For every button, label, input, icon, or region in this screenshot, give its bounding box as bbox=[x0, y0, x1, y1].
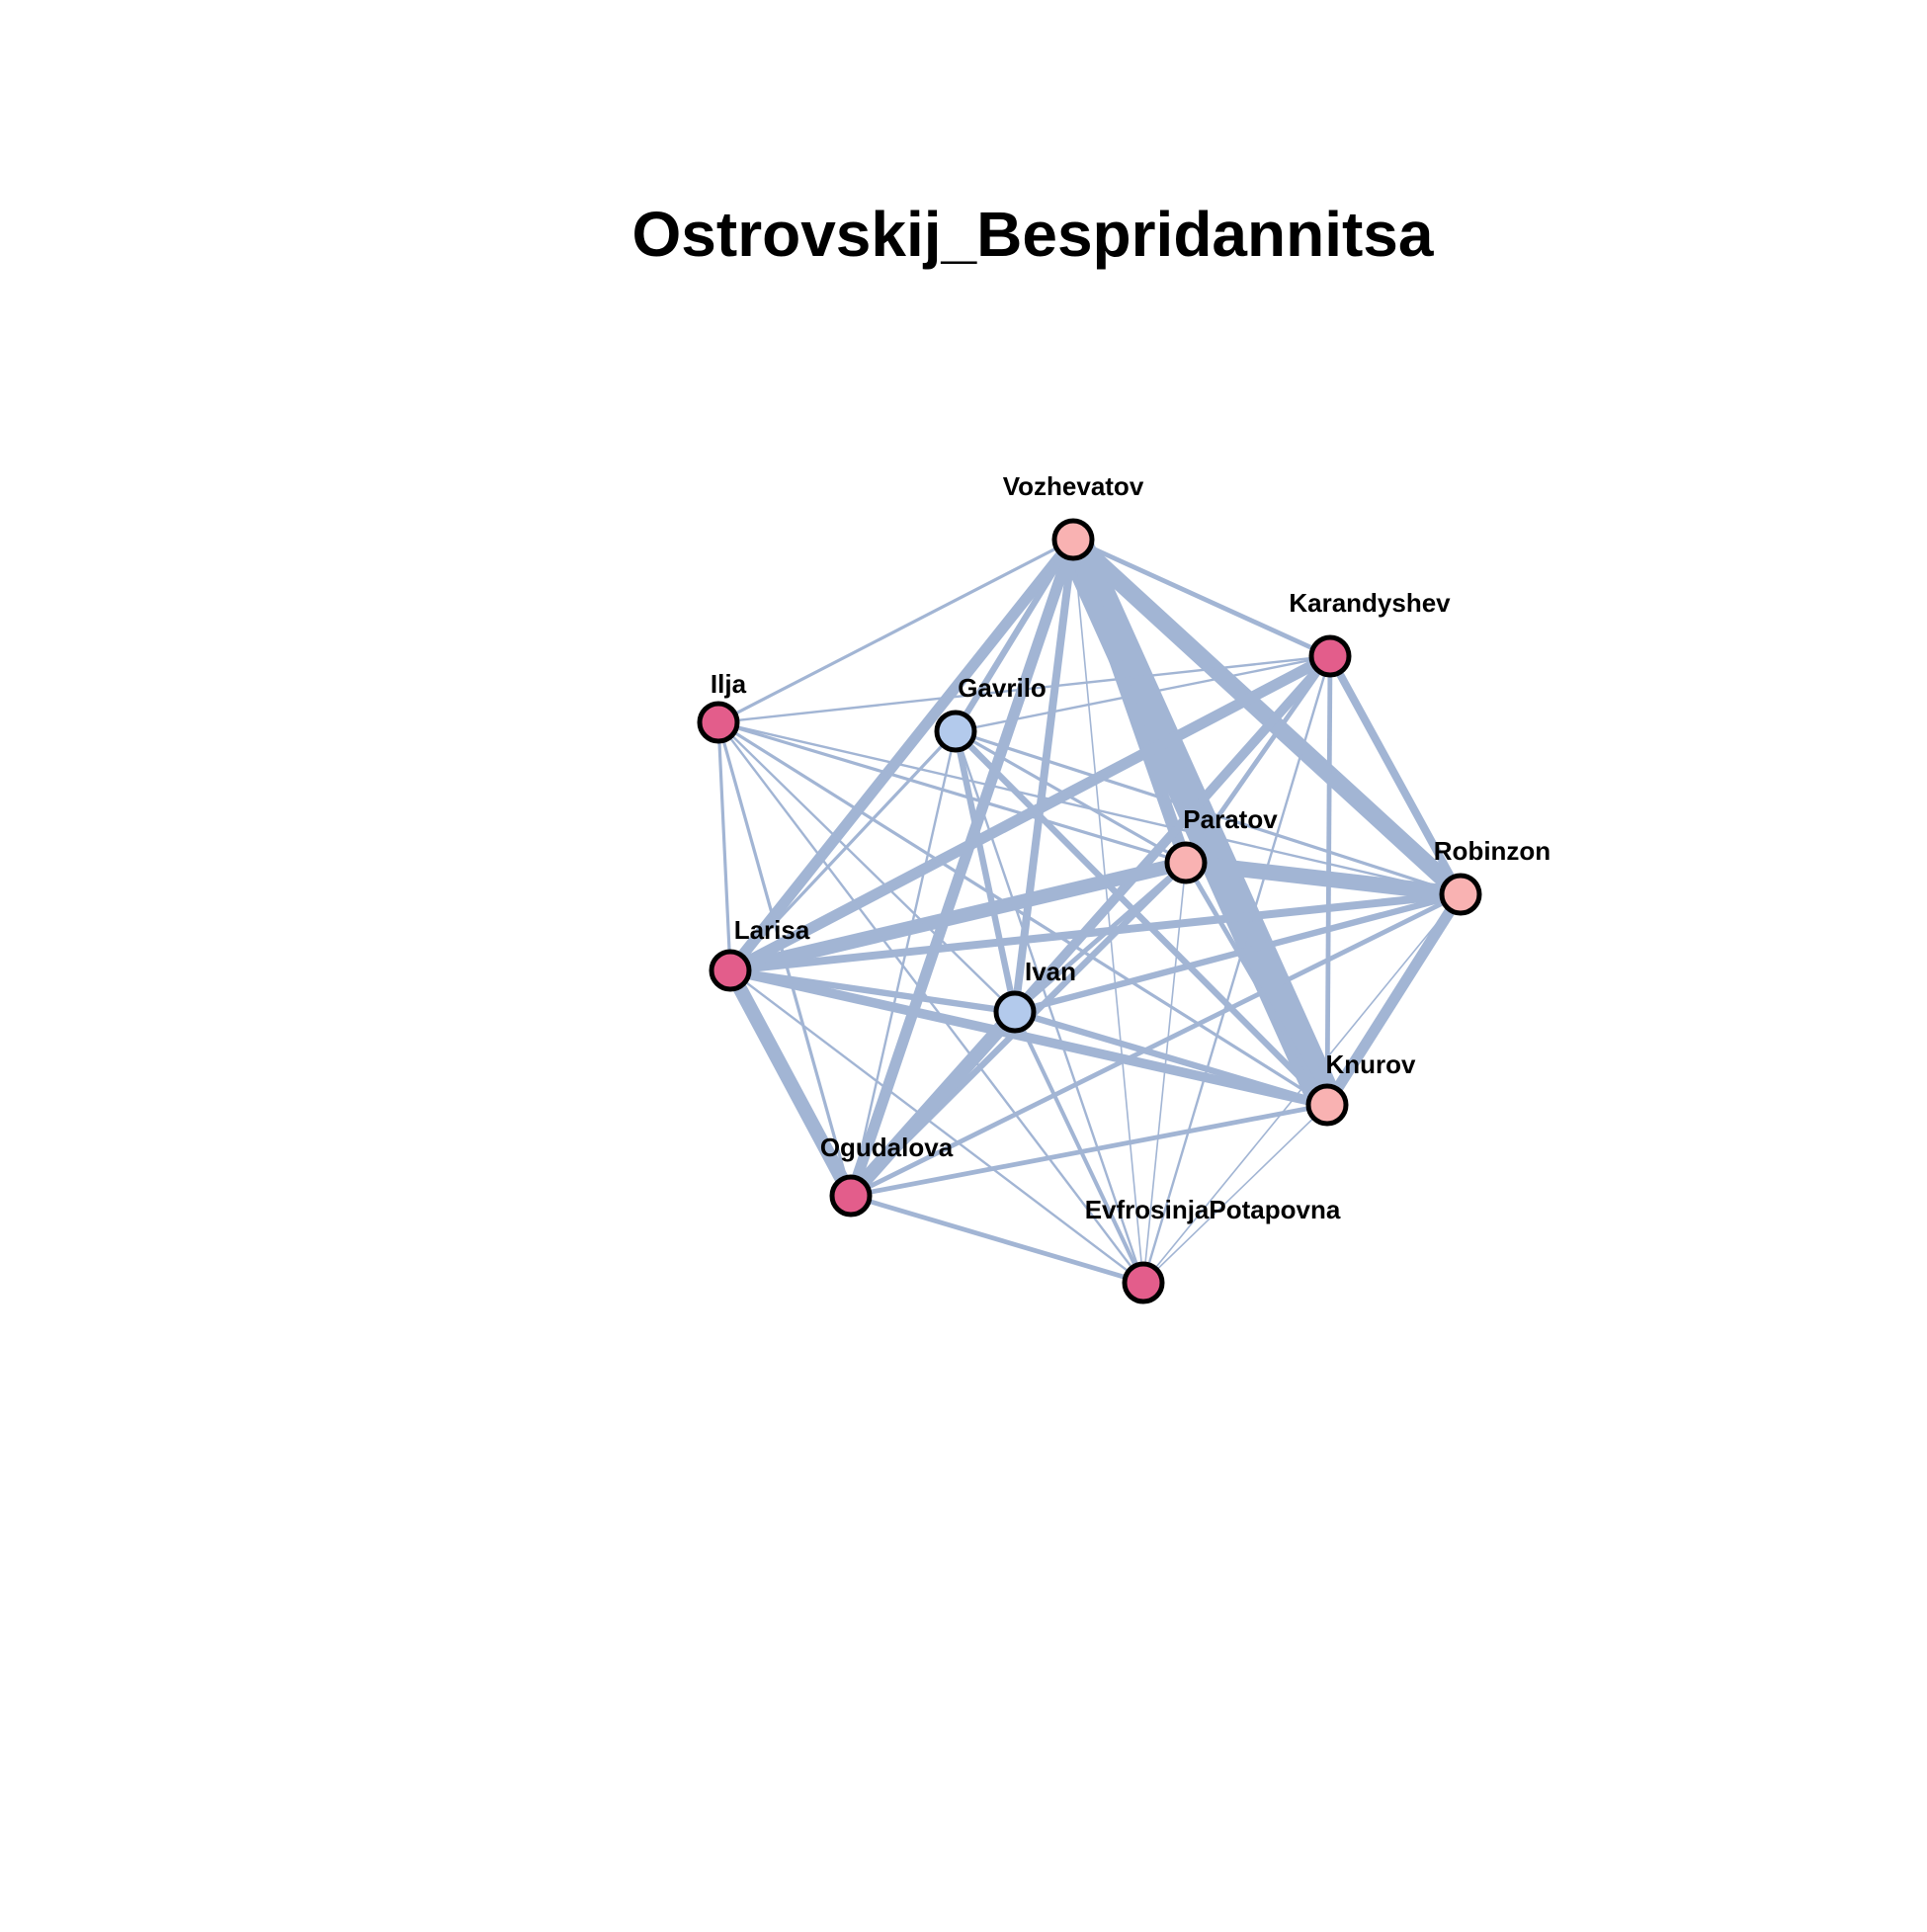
edge-ivan-gavrilo bbox=[952, 730, 1019, 1013]
edge-ogudalova-ivan bbox=[845, 1007, 1021, 1201]
edge-vozhevatov-knurov bbox=[1056, 532, 1344, 1113]
node-label-ogudalova: Ogudalova bbox=[820, 1133, 954, 1162]
edge-ogudalova-gavrilo bbox=[849, 730, 958, 1197]
edge-karandyshev-larisa bbox=[727, 651, 1333, 975]
edge-ogudalova-knurov bbox=[850, 1102, 1328, 1199]
node-robinzon[interactable] bbox=[1439, 873, 1482, 916]
edge-karandyshev-gavrilo bbox=[955, 654, 1331, 733]
node-karandyshev[interactable] bbox=[1308, 634, 1352, 678]
diagram-title: Ostrovskij_Bespridannitsa bbox=[631, 199, 1434, 270]
node-ogudalova[interactable] bbox=[829, 1174, 873, 1218]
node-label-karandyshev: Karandyshev bbox=[1289, 588, 1451, 618]
edge-paratov-knurov bbox=[1183, 861, 1330, 1107]
edge-larisa-gavrilo bbox=[728, 729, 958, 972]
edge-ivan-knurov bbox=[1014, 1008, 1328, 1109]
node-label-knurov: Knurov bbox=[1326, 1050, 1417, 1079]
edge-ogudalova-evfrosinja bbox=[850, 1193, 1144, 1286]
node-layer bbox=[697, 518, 1482, 1304]
edge-ilja-knurov bbox=[717, 720, 1328, 1107]
edge-vozhevatov-ilja bbox=[717, 538, 1074, 724]
node-evfrosinja[interactable] bbox=[1122, 1261, 1165, 1304]
edge-robinzon-ivan bbox=[1014, 890, 1462, 1016]
edge-larisa-ogudalova bbox=[723, 966, 858, 1200]
edge-robinzon-ilja bbox=[717, 720, 1462, 896]
edge-ogudalova-ilja bbox=[716, 721, 853, 1197]
edge-karandyshev-ivan bbox=[1012, 653, 1333, 1015]
edge-karandyshev-ilja bbox=[717, 654, 1331, 724]
node-larisa[interactable] bbox=[709, 949, 752, 992]
node-label-vozhevatov: Vozhevatov bbox=[1003, 471, 1144, 501]
node-ilja[interactable] bbox=[697, 701, 740, 744]
edge-knurov-evfrosinja bbox=[1142, 1104, 1328, 1284]
edge-vozhevatov-ogudalova bbox=[845, 538, 1079, 1198]
edge-vozhevatov-paratov bbox=[1066, 537, 1193, 866]
edge-layer bbox=[716, 532, 1466, 1286]
edge-larisa-robinzon bbox=[729, 890, 1462, 974]
edge-robinzon-ogudalova bbox=[849, 891, 1463, 1199]
edge-vozhevatov-robinzon bbox=[1067, 533, 1466, 901]
node-label-evfrosinja: EvfrosinjaPotapovna bbox=[1085, 1195, 1341, 1224]
node-label-ilja: Ilja bbox=[711, 669, 747, 699]
node-knurov[interactable] bbox=[1305, 1083, 1349, 1127]
edge-karandyshev-robinzon bbox=[1326, 654, 1465, 896]
node-gavrilo[interactable] bbox=[934, 710, 977, 753]
edge-karandyshev-evfrosinja bbox=[1141, 655, 1332, 1284]
edge-larisa-evfrosinja bbox=[729, 969, 1144, 1284]
node-vozhevatov[interactable] bbox=[1051, 518, 1095, 561]
edge-vozhevatov-karandyshev bbox=[1072, 537, 1331, 659]
edge-robinzon-knurov bbox=[1322, 891, 1466, 1108]
edge-paratov-robinzon bbox=[1185, 855, 1462, 902]
edge-vozhevatov-larisa bbox=[725, 536, 1078, 974]
edge-larisa-paratov bbox=[728, 855, 1188, 978]
edge-ivan-evfrosinja bbox=[1013, 1011, 1145, 1284]
edge-paratov-ilja bbox=[717, 720, 1187, 865]
edge-larisa-ilja bbox=[716, 721, 732, 971]
edge-vozhevatov-gavrilo bbox=[953, 538, 1076, 733]
node-label-robinzon: Robinzon bbox=[1434, 836, 1550, 866]
node-ivan[interactable] bbox=[993, 990, 1037, 1034]
edge-larisa-ivan bbox=[729, 966, 1016, 1016]
edge-ilja-evfrosinja bbox=[717, 721, 1144, 1284]
node-label-paratov: Paratov bbox=[1183, 804, 1278, 834]
edge-ivan-ilja bbox=[717, 721, 1016, 1013]
node-paratov[interactable] bbox=[1164, 841, 1208, 884]
edge-gavrilo-knurov bbox=[953, 728, 1330, 1108]
node-label-gavrilo: Gavrilo bbox=[958, 673, 1047, 703]
node-label-larisa: Larisa bbox=[734, 915, 810, 945]
edge-robinzon-gavrilo bbox=[955, 729, 1462, 896]
edge-karandyshev-paratov bbox=[1184, 654, 1332, 865]
edge-paratov-evfrosinja bbox=[1142, 862, 1187, 1284]
edge-paratov-gavrilo bbox=[955, 729, 1187, 865]
node-label-ivan: Ivan bbox=[1025, 957, 1076, 986]
edge-gavrilo-evfrosinja bbox=[954, 730, 1145, 1284]
